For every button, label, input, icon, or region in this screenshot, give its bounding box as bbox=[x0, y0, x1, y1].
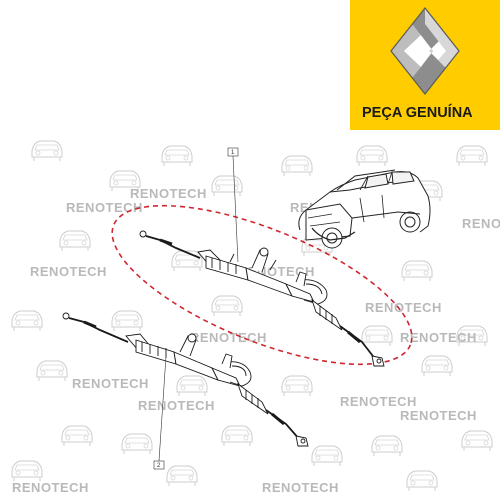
watermark-text: RENOTECH bbox=[130, 186, 207, 201]
watermark-text: RENOTECH bbox=[72, 376, 149, 391]
renault-diamond-icon bbox=[390, 7, 460, 95]
watermark-text: RENOTECH bbox=[400, 330, 477, 345]
watermark-text: RENOTECH bbox=[262, 480, 339, 495]
steering-rack-part-2 bbox=[62, 312, 309, 447]
car-illustration bbox=[298, 169, 431, 249]
callout-2: 2 bbox=[153, 355, 167, 470]
watermark-text: RENOTECH bbox=[190, 330, 267, 345]
watermark-text: RENOTECH bbox=[138, 398, 215, 413]
watermark-text: RENOTECH bbox=[30, 264, 107, 279]
callout-label: 1 bbox=[231, 150, 235, 156]
watermark-text: RENOTECH bbox=[400, 408, 477, 423]
watermark-layer: RENOTECH RENOTECH RENOTECH RENOTECH RENO… bbox=[11, 140, 500, 495]
genuine-part-badge: PEÇA GENUÍNA bbox=[350, 0, 500, 130]
watermark-text: RENOTECH bbox=[12, 480, 89, 495]
watermark-text: RENOTECH bbox=[365, 300, 442, 315]
genuine-part-label: PEÇA GENUÍNA bbox=[362, 104, 473, 121]
steering-rack-part-1 bbox=[139, 230, 385, 367]
watermark-text: RENOTECH bbox=[66, 200, 143, 215]
callout-1: 1 bbox=[227, 147, 239, 263]
watermark-text: RENOTECH bbox=[462, 216, 500, 231]
watermark-text: RENOTECH bbox=[340, 394, 417, 409]
callout-label: 2 bbox=[157, 463, 161, 469]
